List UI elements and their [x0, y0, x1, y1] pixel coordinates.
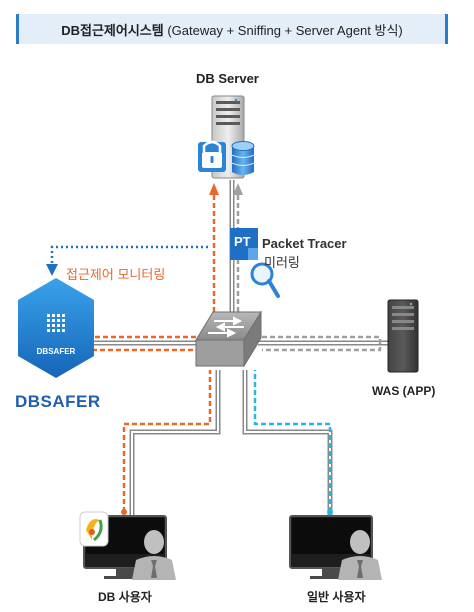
fingerprint-icon [47, 314, 65, 332]
cyan-origin-dot [327, 509, 333, 515]
normal-user-person-icon [338, 530, 382, 580]
db-user-person-icon [132, 530, 176, 580]
switch-icon [195, 310, 262, 368]
title-bold: DB접근제어시스템 [61, 22, 164, 38]
gray-mirror-path [236, 195, 382, 352]
dbsafer-hex-text: DBSAFER [37, 347, 76, 356]
blue-arrow-down [46, 264, 58, 276]
db-user-label: DB 사용자 [98, 590, 152, 604]
title-rest: (Gateway + Sniffing + Server Agent 방식) [163, 22, 403, 38]
orange-origin-dot [121, 509, 127, 515]
monitoring-label: 접근제어 모니터링 [66, 267, 166, 282]
agent-icon [79, 511, 109, 547]
normal-user-label: 일반 사용자 [307, 590, 366, 604]
packet-tracer-logo: PT [230, 228, 258, 260]
was-label: WAS (APP) [372, 384, 436, 398]
title-banner: DB접근제어시스템 (Gateway + Sniffing + Server A… [16, 14, 448, 44]
dbsafer-hexagon: DBSAFER [18, 278, 94, 378]
was-server-icon [387, 299, 419, 373]
orange-access-path [84, 195, 216, 512]
normal-user-monitor-icon [289, 515, 373, 579]
lock-icon [198, 140, 226, 172]
database-icon [231, 141, 255, 175]
gray-arrow-up [233, 183, 243, 195]
packet-tracer-label: Packet Tracer [262, 236, 347, 251]
dbsafer-brand-label: DBSAFER [15, 392, 101, 411]
mirroring-label: 미러링 [264, 255, 300, 270]
title-text: DB접근제어시스템 (Gateway + Sniffing + Server A… [61, 20, 403, 39]
magnifier-icon [250, 262, 280, 298]
blue-monitor-path [50, 245, 208, 265]
cyan-user-path [253, 370, 332, 512]
db-server-label: DB Server [196, 71, 259, 86]
pt-badge: PT [234, 234, 251, 249]
orange-arrow-up [209, 183, 219, 195]
